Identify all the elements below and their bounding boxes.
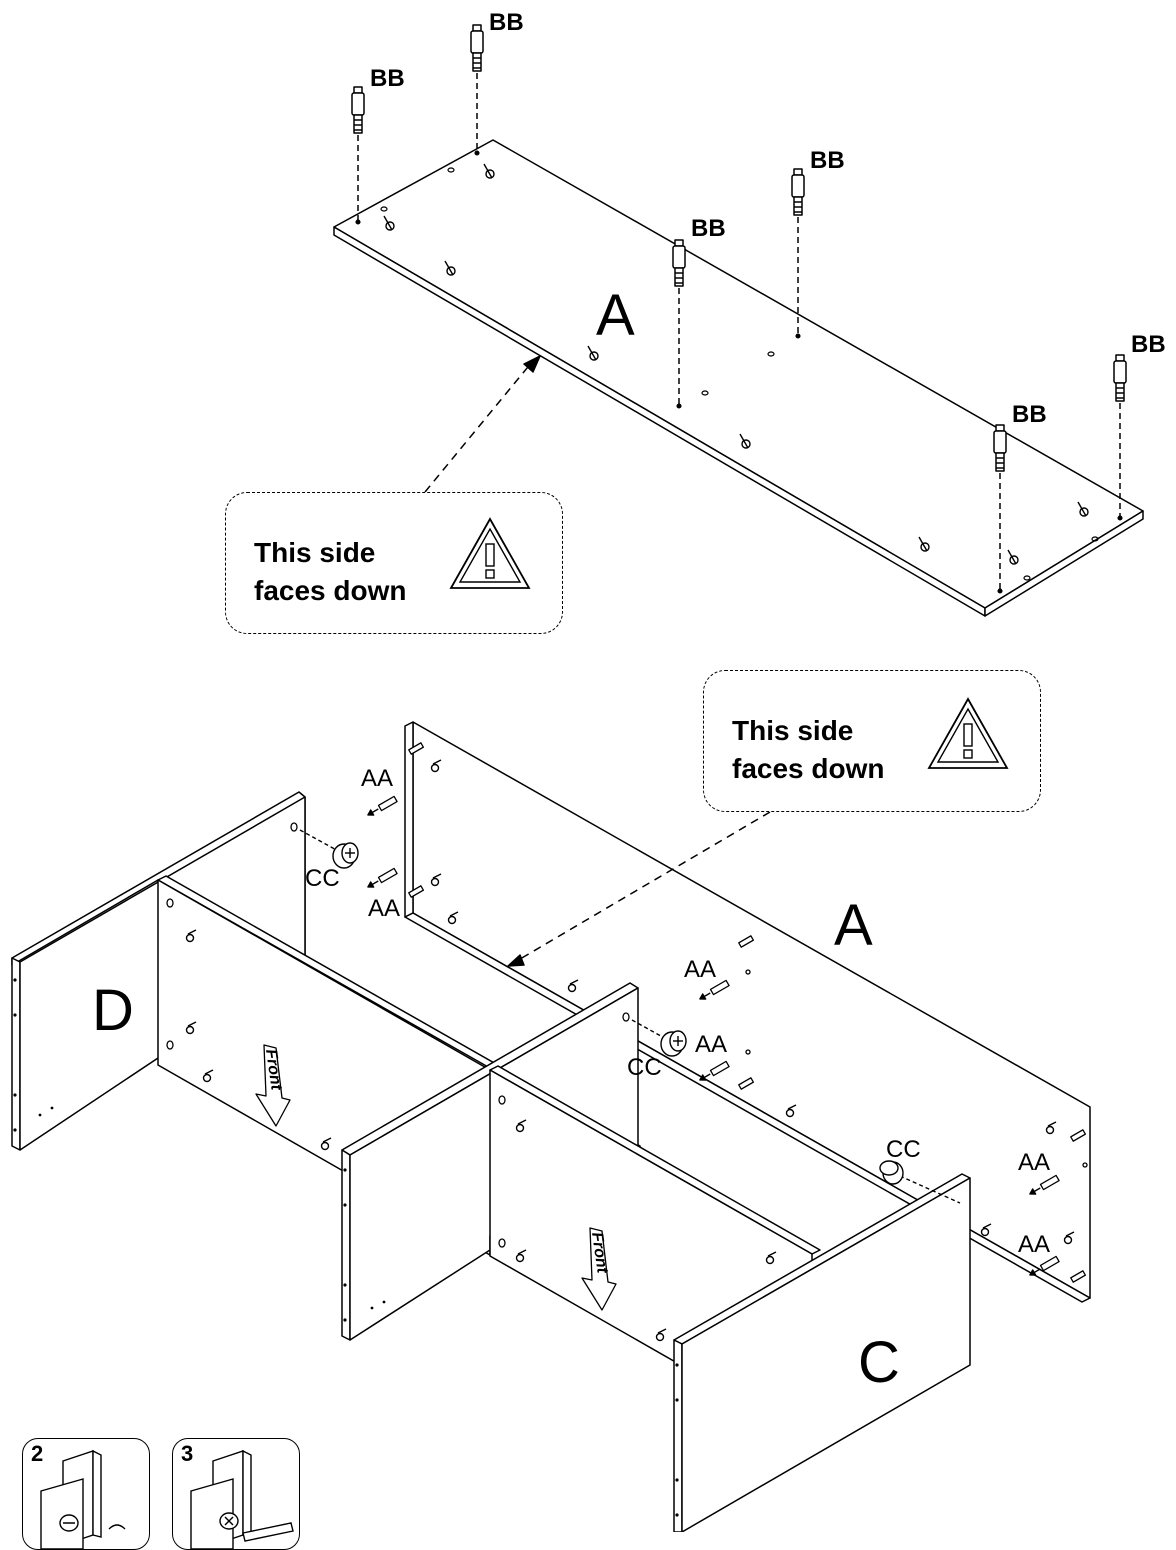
- wood-pin-icon: [367, 795, 398, 816]
- front-label: Front: [262, 1048, 285, 1092]
- step-inset-2: 2: [22, 1438, 150, 1550]
- bottom-callout-leader: [514, 811, 771, 963]
- bb-label: BB: [370, 65, 405, 92]
- cc-cams: [299, 829, 961, 1204]
- aa-label: AA: [684, 956, 716, 983]
- front-label: Front: [588, 1231, 611, 1275]
- cam-dowel-icon: [408, 742, 425, 755]
- bottom-callout-arrowhead: [507, 954, 525, 967]
- wood-pin-icon: [367, 867, 398, 888]
- cam-lock-icon: [879, 1160, 961, 1204]
- cam-dowel-icon: [1070, 1129, 1087, 1142]
- panel-c: [673, 1173, 971, 1532]
- shelf-cam-marks: [185, 759, 1075, 1342]
- panel-d-label: D: [92, 978, 134, 1043]
- bb-label: BB: [1131, 331, 1166, 358]
- cam-dowel-icon: [1070, 1270, 1087, 1283]
- cam-lock-detail-icon: [190, 1449, 294, 1549]
- inset-number: 3: [181, 1441, 194, 1466]
- top-panel-a: [333, 139, 1144, 617]
- warning-triangle-icon: [927, 697, 1009, 769]
- panel-c-label: C: [858, 1330, 900, 1395]
- wood-pin-icon: [699, 979, 730, 1000]
- aa-label: AA: [368, 895, 400, 922]
- cam-dowel-icon: [1113, 354, 1127, 521]
- top-callout-leader: [424, 361, 533, 493]
- cc-label: CC: [886, 1136, 921, 1163]
- cam-dowel-icon: [470, 24, 484, 156]
- inset-number: 2: [31, 1441, 44, 1466]
- bb-label: BB: [489, 9, 524, 36]
- cam-dowel-icon: [672, 239, 686, 409]
- cc-label: CC: [627, 1054, 662, 1081]
- edge-holes: [13, 978, 679, 1517]
- aa-label: AA: [361, 765, 393, 792]
- top-callout-text: This side faces down: [254, 537, 407, 606]
- bb-label: BB: [691, 215, 726, 242]
- aa-label: AA: [695, 1031, 727, 1058]
- cam-dowel-icon: [351, 86, 365, 225]
- cam-lock-detail-icon: [40, 1449, 126, 1549]
- top-panel-label: A: [596, 283, 635, 348]
- cam-dowel-icon: [993, 424, 1007, 594]
- cam-lock-icon: [299, 829, 359, 869]
- cam-lock-icon: [631, 1019, 687, 1057]
- bb-dowels: [351, 24, 1127, 594]
- aa-label: AA: [1018, 1149, 1050, 1176]
- top-panel-cam-holes: [383, 163, 1089, 565]
- step-inset-3: 3: [172, 1438, 300, 1550]
- front-arrow-icon: [255, 1044, 291, 1127]
- wood-pin-icon: [699, 1060, 730, 1081]
- top-panel-small-holes: [380, 167, 1099, 581]
- bottom-panel-a-label: A: [834, 893, 873, 958]
- bb-label: BB: [810, 147, 845, 174]
- panel-holes: [166, 822, 1088, 1248]
- warning-triangle-icon: [449, 517, 531, 589]
- cam-dowel-icon: [408, 885, 425, 898]
- bb-label: BB: [1012, 401, 1047, 428]
- cam-dowel-icon: [738, 935, 755, 948]
- aa-pins: [367, 742, 1087, 1283]
- cam-dowel-icon: [738, 1077, 755, 1090]
- aa-label: AA: [1018, 1231, 1050, 1258]
- top-callout-arrowhead: [523, 355, 541, 373]
- wood-pin-icon: [1029, 1174, 1060, 1195]
- bottom-callout-text: This side faces down: [732, 715, 885, 784]
- cam-dowel-icon: [791, 168, 805, 339]
- wood-pin-icon: [1029, 1255, 1060, 1276]
- cc-label: CC: [305, 865, 340, 892]
- front-arrow-icon: [581, 1227, 617, 1311]
